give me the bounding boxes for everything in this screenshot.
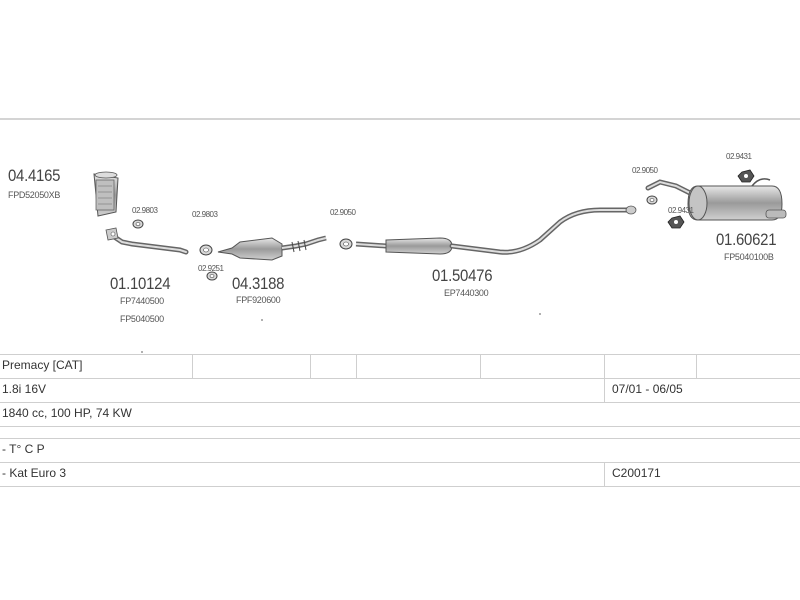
rear-silencer-part[interactable]	[645, 178, 787, 221]
fitting-label-1: 02.9803	[132, 206, 158, 215]
engine-name: 1.8i 16V	[2, 382, 47, 396]
fitting-label-2: 02.9803	[192, 210, 218, 219]
rubber-hanger-2[interactable]	[737, 169, 755, 183]
middle-silencer-part[interactable]	[355, 205, 637, 255]
table-row-option-2: - Kat Euro 3 C200171	[0, 462, 800, 487]
part-ref-rear-silencer: FP5040100B	[724, 252, 774, 262]
option-1: - T° C P	[2, 442, 45, 456]
gasket-fitting-1[interactable]	[132, 219, 144, 229]
catalytic-converter-part[interactable]	[93, 171, 119, 217]
fitting-label-7: 02.9431	[726, 152, 752, 161]
production-period: 07/01 - 06/05	[612, 382, 683, 396]
part-ref-catalytic: FPD52050XB	[8, 190, 61, 200]
engine-specs: 1840 cc, 100 HP, 74 KW	[2, 406, 132, 420]
part-ref-middle-catalyst: FPF920600	[236, 295, 281, 305]
catalog-code: C200171	[612, 466, 661, 480]
table-row-specs: 1840 cc, 100 HP, 74 KW	[0, 402, 800, 427]
rubber-hanger-1[interactable]	[667, 215, 685, 229]
part-code-rear-silencer: 01.60621	[716, 230, 777, 249]
middle-catalyst-part[interactable]	[217, 235, 327, 261]
gasket-fitting-4[interactable]	[339, 238, 353, 250]
part-ref-front-pipe-2: FP5040500	[120, 314, 164, 324]
fitting-label-3: 02.9251	[198, 264, 224, 273]
fitting-label-5: 02.9050	[632, 166, 658, 175]
fitting-label-4: 02.9050	[330, 208, 356, 217]
table-row-option-1: - T° C P	[0, 438, 800, 463]
table-row-model: Premacy [CAT]	[0, 354, 800, 379]
table-row-engine: 1.8i 16V 07/01 - 06/05	[0, 378, 800, 403]
option-2: - Kat Euro 3	[2, 466, 67, 480]
part-ref-front-pipe-1: FP7440500	[120, 296, 164, 306]
front-pipe-part[interactable]	[105, 227, 189, 255]
part-code-catalytic: 04.4165	[8, 166, 61, 185]
gasket-fitting-3[interactable]	[206, 271, 218, 281]
part-code-middle-silencer: 01.50476	[432, 266, 493, 285]
exhaust-drawing	[93, 169, 787, 353]
part-code-middle-catalyst: 04.3188	[232, 274, 285, 293]
exhaust-diagram: 04.4165 FPD52050XB 01.10124 FP7440500 FP…	[0, 118, 800, 356]
gasket-fitting-5[interactable]	[646, 195, 658, 205]
part-ref-middle-silencer: EP7440300	[444, 288, 489, 298]
fitting-label-6: 02.9431	[668, 206, 694, 215]
gasket-fitting-2[interactable]	[199, 244, 213, 256]
model-name: Premacy [CAT]	[2, 358, 83, 372]
part-code-front-pipe: 01.10124	[110, 274, 171, 293]
